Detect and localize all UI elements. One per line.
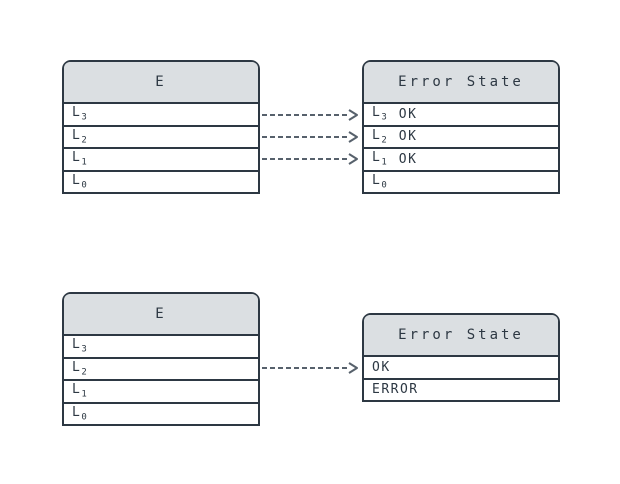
table-row: L2 OK bbox=[364, 124, 558, 147]
arrow-head-l1-icon bbox=[348, 153, 358, 165]
row-label-subscript: 1 bbox=[381, 158, 387, 169]
row-label: L2 bbox=[72, 127, 87, 146]
table-header: E bbox=[64, 294, 258, 336]
table-row: L3 bbox=[64, 336, 258, 357]
row-label: L1 bbox=[72, 382, 87, 401]
row-label: L0 bbox=[72, 404, 87, 423]
table-row: L0 bbox=[64, 401, 258, 424]
row-label: L2 bbox=[372, 127, 387, 146]
row-label: L2 bbox=[72, 359, 87, 378]
table-row: L0 bbox=[64, 169, 258, 192]
row-label-subscript: 2 bbox=[81, 367, 87, 378]
table-row: L1 bbox=[64, 147, 258, 170]
row-label-subscript: 3 bbox=[81, 113, 87, 124]
row-label-subscript: 2 bbox=[381, 135, 387, 146]
table-row: L1 bbox=[64, 379, 258, 402]
table-error-state-top: Error State L3 OK L2 OK L1 OK L0 bbox=[362, 60, 560, 194]
arrow-head-l3-icon bbox=[348, 109, 358, 121]
row-label: L0 bbox=[372, 172, 387, 191]
row-label: L3 bbox=[72, 105, 87, 124]
table-row: OK bbox=[364, 357, 558, 378]
table-row: L1 OK bbox=[364, 147, 558, 170]
row-label: L0 bbox=[72, 172, 87, 191]
row-status: OK bbox=[398, 129, 418, 145]
table-e-bottom: E L3 L2 L1 L0 bbox=[62, 292, 260, 426]
table-row: L0 bbox=[364, 169, 558, 192]
row-label-subscript: 0 bbox=[381, 180, 387, 191]
row-status: OK bbox=[398, 106, 418, 122]
arrow-head-l2-ok-icon bbox=[348, 362, 358, 374]
table-row: L3 OK bbox=[364, 104, 558, 125]
row-label-subscript: 3 bbox=[81, 345, 87, 356]
table-e-top: E L3 L2 L1 L0 bbox=[62, 60, 260, 194]
row-label: L3 bbox=[72, 337, 87, 356]
row-label-subscript: 0 bbox=[81, 180, 87, 191]
table-row: L2 bbox=[64, 356, 258, 379]
table-header: E bbox=[64, 62, 258, 104]
row-label: OK bbox=[372, 359, 391, 375]
table-error-state-bottom: Error State OK ERROR bbox=[362, 313, 560, 402]
table-row: ERROR bbox=[364, 377, 558, 400]
row-label-subscript: 1 bbox=[81, 158, 87, 169]
table-row: L3 bbox=[64, 104, 258, 125]
row-label-subscript: 0 bbox=[81, 412, 87, 423]
row-label: L3 bbox=[372, 105, 387, 124]
row-label-subscript: 1 bbox=[81, 390, 87, 401]
row-label: ERROR bbox=[372, 382, 419, 398]
row-label: L1 bbox=[372, 150, 387, 169]
row-label: L1 bbox=[72, 150, 87, 169]
row-status: OK bbox=[398, 151, 418, 167]
arrow-head-l2-icon bbox=[348, 131, 358, 143]
table-header: Error State bbox=[364, 315, 558, 357]
table-row: L2 bbox=[64, 124, 258, 147]
row-label-subscript: 2 bbox=[81, 135, 87, 146]
table-header: Error State bbox=[364, 62, 558, 104]
row-label-subscript: 3 bbox=[381, 113, 387, 124]
